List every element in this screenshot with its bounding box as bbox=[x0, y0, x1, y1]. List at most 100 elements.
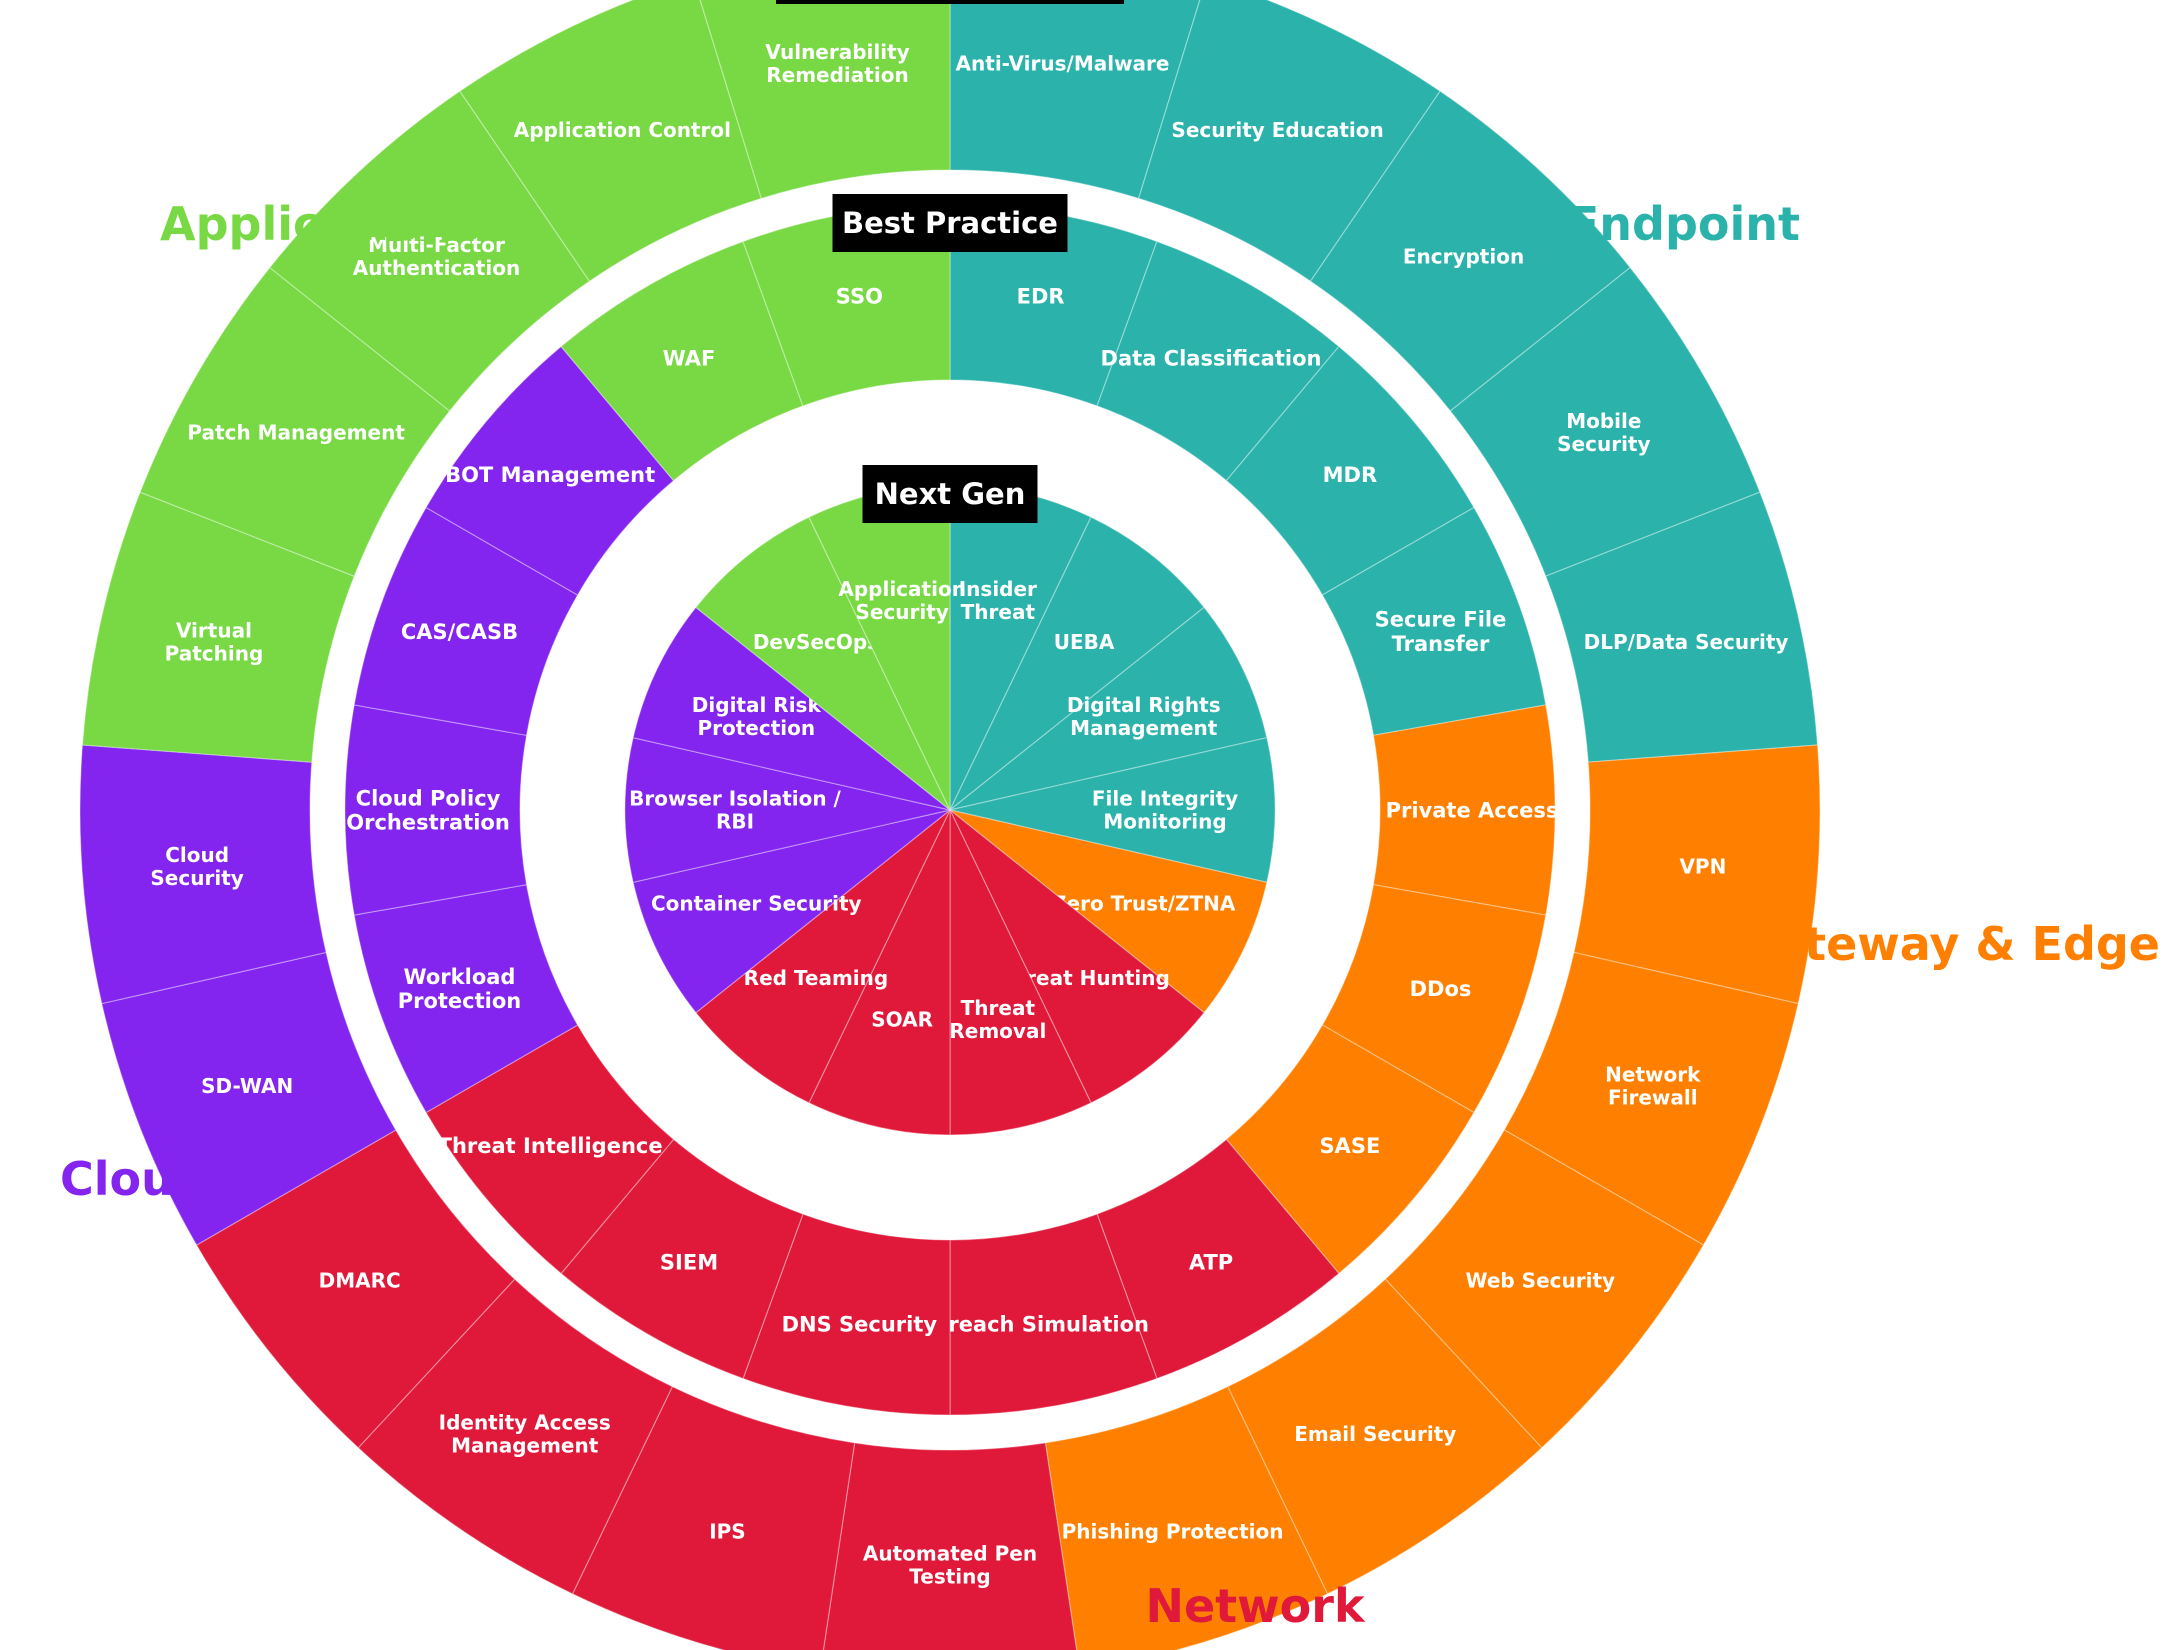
segment-label: Browser Isolation /RBI bbox=[629, 787, 841, 834]
segment-wedge bbox=[1372, 704, 1556, 916]
segment-wedge bbox=[949, 606, 1268, 811]
segment-label: Zero Trust/ZTNA bbox=[1052, 891, 1236, 915]
segment-label: BOT Management bbox=[445, 463, 655, 487]
segment-wedge bbox=[699, 0, 951, 200]
segment-label: DevSecOps bbox=[753, 630, 879, 654]
segment-label: Security Education bbox=[1171, 118, 1383, 142]
segment-label: Encryption bbox=[1403, 245, 1524, 269]
segment-label: EDR bbox=[1017, 284, 1065, 308]
category-label-gateway: Gateway & Edge bbox=[1735, 917, 2160, 971]
category-label-applications: Applications bbox=[160, 197, 481, 251]
segment-wedge bbox=[808, 809, 951, 1136]
segment-label: DNS Security bbox=[782, 1312, 938, 1336]
segment-label: UEBA bbox=[1054, 630, 1115, 654]
segment-label: Container Security bbox=[651, 891, 862, 915]
segment-label: IPS bbox=[709, 1519, 746, 1543]
segment-inner-soar: SOAR bbox=[808, 809, 951, 1136]
segment-label: Email Security bbox=[1294, 1422, 1456, 1446]
segment-label: SSO bbox=[836, 284, 883, 308]
ring-title-box bbox=[862, 465, 1038, 523]
segment-wedge bbox=[1137, 0, 1441, 283]
segment-label: VPN bbox=[1679, 854, 1726, 878]
segment-label: CAS/CASB bbox=[401, 620, 518, 644]
segment-wedge bbox=[949, 516, 1205, 811]
segment-wedge bbox=[79, 744, 327, 1005]
segment-wedge bbox=[1225, 1024, 1475, 1275]
segment-label: Anti-Virus/Malware bbox=[956, 51, 1170, 75]
segment-outer-encryption: Encryption bbox=[1309, 90, 1632, 412]
segment-wedge bbox=[195, 1129, 516, 1449]
segment-inner-container-security: Container Security bbox=[632, 809, 951, 1014]
segment-wedge bbox=[425, 1024, 675, 1275]
segment-outer-application-control: Application Control bbox=[459, 0, 763, 283]
segment-middle-private-access: Private Access bbox=[1372, 704, 1558, 916]
segment-wedge bbox=[1321, 506, 1547, 737]
segment-middle-data-classification: Data Classification bbox=[1096, 240, 1340, 482]
segment-wedge bbox=[1321, 883, 1547, 1114]
segment-inner-browser-isolation-rbi: Browser Isolation /RBI bbox=[624, 736, 951, 884]
category-label-network: Network bbox=[1145, 1579, 1365, 1633]
segment-middle-threat-intelligence: Threat Intelligence bbox=[425, 1024, 675, 1275]
segment-wedge bbox=[1309, 90, 1632, 412]
segment-label: SD-WAN bbox=[201, 1074, 293, 1098]
segment-label: Application Control bbox=[514, 118, 731, 142]
segment-inner-ueba: UEBA bbox=[949, 516, 1205, 811]
segment-wedge bbox=[949, 0, 1201, 200]
segment-wedge bbox=[560, 1138, 804, 1380]
segment-wedge bbox=[695, 516, 951, 811]
segment-outer-dlp-data-security: DLP/Data Security bbox=[1544, 491, 1819, 763]
segment-wedge bbox=[624, 736, 951, 884]
segment-wedge bbox=[357, 1278, 674, 1595]
segment-middle-waf: WAF bbox=[560, 240, 804, 482]
segment-outer-phishing-protection: Phishing Protection bbox=[1044, 1385, 1329, 1650]
segment-middle-edr: EDR bbox=[949, 204, 1158, 407]
segment-inner-zero-trust-ztna: Zero Trust/ZTNA bbox=[949, 809, 1268, 1014]
segment-wedge bbox=[1044, 1385, 1329, 1650]
segment-wedge bbox=[139, 266, 451, 577]
segment-label: DMARC bbox=[319, 1269, 401, 1293]
segment-wedge bbox=[949, 809, 1268, 1014]
segment-middle-bot-management: BOT Management bbox=[425, 345, 675, 596]
segment-label: Data Classification bbox=[1101, 346, 1322, 370]
segment-middle-breach-simulation: Breach Simulation bbox=[932, 1213, 1158, 1416]
segment-middle-dns-security: DNS Security bbox=[742, 1213, 951, 1416]
segment-label: DDos bbox=[1410, 977, 1472, 1001]
segment-wedge bbox=[1503, 951, 1799, 1246]
segment-wedge bbox=[632, 809, 951, 1014]
segment-middle-sase: SASE bbox=[1225, 1024, 1475, 1275]
segment-wedge bbox=[632, 606, 951, 811]
segment-outer-email-security: Email Security bbox=[1226, 1278, 1543, 1595]
category-label-cloud: Cloud bbox=[60, 1152, 207, 1206]
segment-label: ATP bbox=[1189, 1250, 1233, 1274]
segment-label: Web Security bbox=[1465, 1269, 1615, 1293]
ring-title-text: Next Gen bbox=[875, 477, 1026, 511]
segment-middle-mdr: MDR bbox=[1225, 345, 1475, 596]
segment-label: WAF bbox=[663, 346, 716, 370]
